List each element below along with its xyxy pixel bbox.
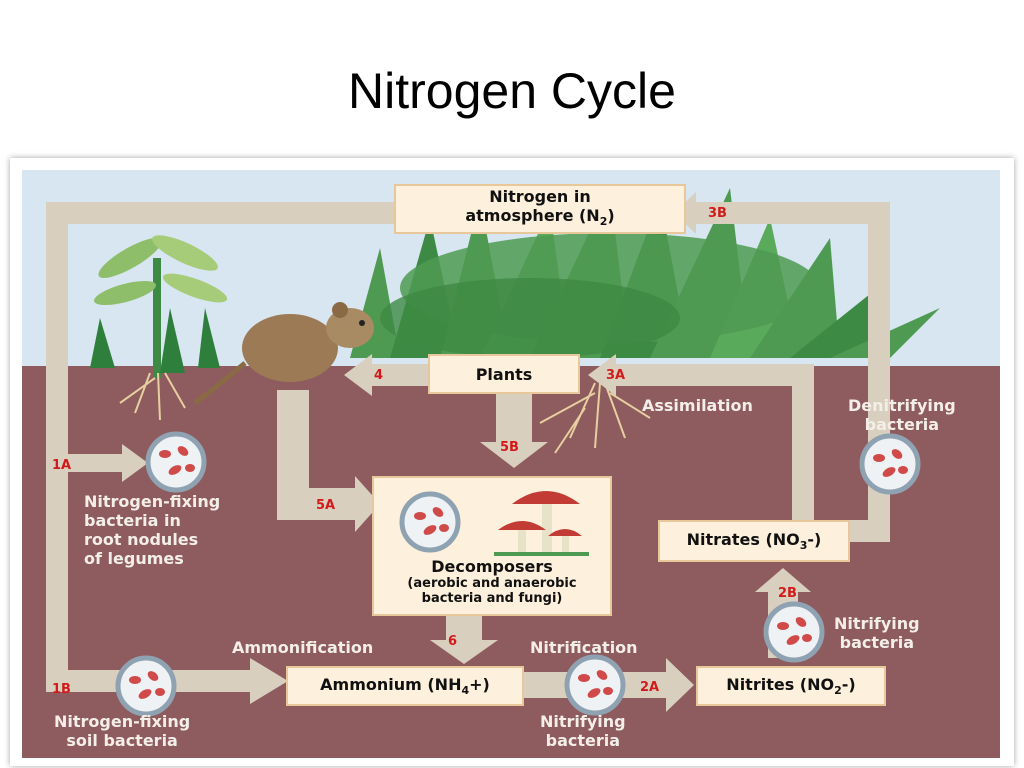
atmosphere-subscript: 2 <box>599 215 608 229</box>
step-4: 4 <box>374 368 384 383</box>
bacteria-circle-root <box>145 431 207 493</box>
fixing-root-line2: bacteria in <box>84 511 181 530</box>
step-6: 6 <box>448 634 458 649</box>
cycle-arrows <box>46 192 890 712</box>
nitrites-text: Nitrites (NO <box>726 674 835 694</box>
bacteria-circle-nitrifying-right <box>763 601 825 663</box>
mouse <box>193 302 374 405</box>
fixing-root-line4: of legumes <box>84 549 184 568</box>
fixing-soil-line2: soil bacteria <box>66 731 178 750</box>
nitrifying-bottom-line1: Nitrifying <box>540 712 626 731</box>
box-ammonium: Ammonium (NH4+) <box>286 666 524 706</box>
ammonium-text: Ammonium (NH <box>320 674 462 694</box>
label-fixing-root: Nitrogen-fixing bacteria in root nodules… <box>84 492 220 568</box>
decomposers-label: Decomposers <box>431 557 553 576</box>
ammonium-subscript: 4 <box>461 684 470 698</box>
denitrifying-line1: Denitrifying <box>848 396 956 415</box>
nitrites-suffix: -) <box>841 674 856 694</box>
denitrifying-line2: bacteria <box>864 415 940 434</box>
step-2b: 2B <box>778 586 797 601</box>
label-ammonification: Ammonification <box>232 638 374 657</box>
step-3b: 3B <box>708 206 727 221</box>
label-assimilation: Assimilation <box>642 396 753 415</box>
nitrogen-cycle-diagram: Nitrogen in atmosphere (N2) Plants Decom… <box>10 158 1014 766</box>
nitrifying-right-line2: bacteria <box>839 633 915 652</box>
nitrifying-right-line1: Nitrifying <box>834 614 920 633</box>
atmosphere-close: ) <box>607 205 615 225</box>
nitrates-label: Nitrates (NO3-) <box>687 530 822 552</box>
box-nitrites: Nitrites (NO2-) <box>696 666 886 706</box>
nitrites-label: Nitrites (NO2-) <box>726 675 855 697</box>
atmosphere-line2: atmosphere (N2) <box>465 206 614 231</box>
bacteria-circle-soil <box>115 655 177 717</box>
step-1b: 1B <box>52 682 71 697</box>
label-denitrifying: Denitrifying bacteria <box>848 396 956 434</box>
atmosphere-line1: Nitrogen in <box>489 186 591 206</box>
bacteria-circle-nitrification <box>564 654 626 716</box>
step-2a: 2A <box>640 680 660 695</box>
slide-title: Nitrogen Cycle <box>348 63 676 119</box>
box-decomposers: Decomposers (aerobic and anaerobic bacte… <box>372 476 612 616</box>
box-plants: Plants <box>428 354 580 394</box>
decomposers-sub1: (aerobic and anaerobic <box>407 576 577 591</box>
ammonium-suffix: +) <box>469 674 490 694</box>
step-5a: 5A <box>316 498 336 513</box>
nitrates-subscript: 3 <box>799 539 808 553</box>
ammonium-label: Ammonium (NH4+) <box>320 675 490 697</box>
decomposers-sub2: bacteria and fungi) <box>421 591 563 606</box>
nitrates-text: Nitrates (NO <box>686 529 800 549</box>
step-1a: 1A <box>52 458 72 473</box>
step-3a: 3A <box>606 368 626 383</box>
nitrifying-bottom-line2: bacteria <box>545 731 621 750</box>
label-nitrifying-bottom: Nitrifying bacteria <box>540 712 626 750</box>
label-fixing-soil: Nitrogen-fixing soil bacteria <box>54 712 190 750</box>
fixing-soil-line1: Nitrogen-fixing <box>54 712 191 731</box>
label-nitrifying-right: Nitrifying bacteria <box>834 614 920 652</box>
bacteria-circle-denitrifying <box>859 433 921 495</box>
fixing-root-line1: Nitrogen-fixing <box>84 492 221 511</box>
nitrites-subscript: 2 <box>834 684 842 698</box>
grass-roots <box>539 382 651 454</box>
decomposer-illustration <box>399 491 589 556</box>
atmosphere-n: atmosphere (N <box>465 205 600 225</box>
box-nitrates: Nitrates (NO3-) <box>658 520 850 562</box>
label-nitrification: Nitrification <box>530 638 638 657</box>
nitrates-suffix: -) <box>807 529 822 549</box>
step-5b: 5B <box>500 440 519 455</box>
plants-label: Plants <box>475 364 533 384</box>
legume-plant <box>90 235 228 421</box>
fixing-root-line3: root nodules <box>84 530 199 549</box>
box-atmosphere: Nitrogen in atmosphere (N2) <box>394 184 686 234</box>
